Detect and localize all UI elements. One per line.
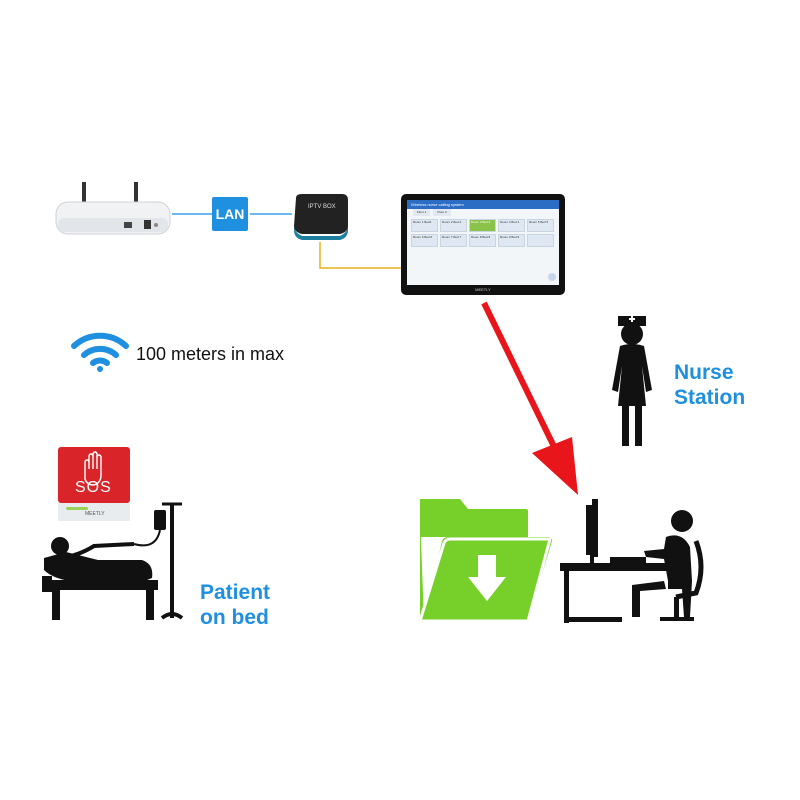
lan-label: LAN — [212, 197, 248, 231]
range-text: 100 meters in max — [136, 344, 285, 364]
nurse-icon — [600, 310, 664, 448]
tablet-room-grid: Room 1 Bed1 Room 2 Bed 2 Room 3 Bed 3 Ro… — [407, 216, 559, 250]
tablet-screen: Wireless nurse calling system Floor 1 Fl… — [407, 200, 559, 285]
tablet-title: Wireless nurse calling system — [407, 200, 559, 209]
patient-label: Patient on bed — [200, 580, 270, 630]
patient-label-line2: on bed — [200, 606, 269, 629]
nurse-label-line2: Station — [674, 386, 746, 409]
red-arrow-icon — [481, 301, 578, 495]
tablet-brand: MEETLY — [475, 287, 491, 292]
patient-bed-icon — [38, 500, 198, 630]
room-cell: Room 2 Bed 2 — [440, 219, 467, 232]
room-cell-active: Room 3 Bed 3 — [469, 219, 496, 232]
room-cell: Room 9 Bed 9 — [498, 234, 525, 247]
room-cell: Room 5 Bed 5 — [527, 219, 554, 232]
router-icon — [52, 182, 174, 238]
sos-label: SOS — [75, 479, 112, 496]
sos-brand: MEETLY — [85, 511, 105, 517]
tablet-corner-icon — [548, 273, 556, 281]
iv-drip-icon — [133, 502, 184, 620]
iptv-label: IPTV BOX — [308, 204, 336, 210]
desk-computer-icon — [556, 497, 712, 627]
tablet-tab: Floor 1 — [413, 209, 431, 216]
room-cell: Room 8 Bed 8 — [469, 234, 496, 247]
room-cell: Room 4 Bed 4 — [498, 219, 525, 232]
room-cell: Room 6 Bed 6 — [411, 234, 438, 247]
tablet-tabs: Floor 1 Floor 2 — [407, 209, 559, 216]
room-cell: Room 1 Bed1 — [411, 219, 438, 232]
room-cell — [527, 234, 554, 247]
nurse-label-line1: Nurse — [674, 361, 734, 384]
wifi-icon — [70, 330, 130, 372]
tablet-icon: Wireless nurse calling system Floor 1 Fl… — [401, 194, 565, 295]
tablet-tab: Floor 2 — [433, 209, 451, 216]
sos-button-icon: SOS MEETLY — [58, 445, 130, 521]
room-cell: Room 7 Bed 7 — [440, 234, 467, 247]
download-folder-icon — [418, 497, 556, 625]
iptv-box-icon: IPTV BOX — [290, 192, 352, 244]
nurse-station-label: Nurse Station — [674, 360, 745, 410]
patient-label-line1: Patient — [200, 581, 271, 604]
